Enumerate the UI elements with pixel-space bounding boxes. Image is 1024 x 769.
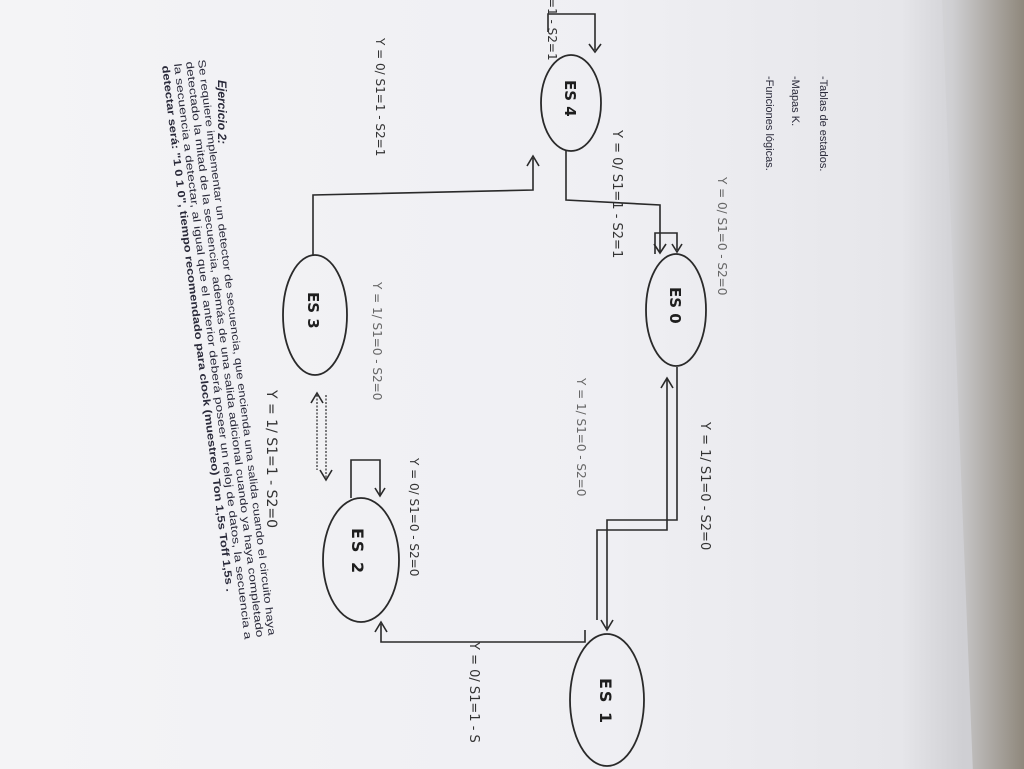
es3-to-es2-transition-label: Y = 1/ S1=1 - S2=0	[263, 389, 279, 528]
state-es2-node	[322, 497, 400, 623]
es1-to-es0-arrow	[660, 376, 674, 389]
es0-self-loop	[654, 232, 678, 254]
state-es1-label: ES 1	[596, 678, 615, 725]
document-text: Ejercicio 2: Se requiere implementar un …	[159, 59, 829, 640]
state-es4-node	[540, 54, 602, 152]
es3-to-es4-edge	[312, 158, 534, 255]
state-es3-node	[282, 254, 348, 376]
state-es0-label: ES 0	[666, 287, 684, 324]
bullet-state-tables: -Tablas de estados.	[817, 76, 829, 171]
bullet-k-maps: -Mapas K.	[789, 76, 801, 126]
es0-to-es1-transition-label: Y = 1/ S1=0 - S2=0	[697, 421, 712, 550]
state-diagram	[282, 13, 707, 767]
state-es2-label: ES 2	[348, 528, 367, 575]
bullet-logic-functions: -Funciones lógicas.	[763, 76, 775, 171]
es0-self-transition-label: Y = 0/ S1=0 - S2=0	[715, 176, 729, 295]
es1-to-es2-edge	[380, 624, 586, 643]
es3-arrowhead	[310, 391, 324, 404]
es3-to-es4-transition-label: Y = 0/ S1=1 - S2=1	[373, 37, 387, 156]
es4-to-es0-arrow	[653, 243, 667, 255]
es2-self-loop-arrow	[374, 487, 386, 498]
es2-self-transition-label: Y = 0/ S1=0 - S2=0	[407, 457, 421, 576]
transition-labels: Y = 0/ S1=0 - S2=0 Y = 1/ S1=0 - S2=0 Y …	[263, 0, 729, 743]
es2-arrowhead	[319, 469, 333, 482]
es4-self-loop-arrow	[588, 43, 602, 54]
es0-to-es1-transition-label-alt: Y = 1/ S1=0 - S2=0	[574, 377, 588, 496]
es0-to-es1-edge-return	[596, 378, 668, 620]
es1-to-es2-arrow	[374, 620, 388, 633]
es0-to-es1-arrow	[600, 619, 614, 632]
state-es4-label: ES 4	[561, 80, 579, 117]
es1-to-es2-transition-label: Y = 0/ S1=1 - S	[466, 641, 481, 743]
es0-to-es1-edge	[606, 367, 678, 628]
state-es0-node	[645, 253, 707, 367]
es4-self-transition-label: =1 - S2=1	[545, 0, 559, 61]
state-es3-label: ES 3	[304, 292, 322, 329]
es2-to-es3-transition-label: Y = 1/ S1=0 - S2=0	[370, 281, 384, 400]
es3-to-es4-arrow	[526, 154, 540, 167]
es2-self-loop	[350, 459, 381, 498]
exercise-title: Ejercicio 2:	[215, 80, 229, 144]
es0-self-loop-arrow	[671, 243, 683, 254]
es4-to-es0-transition-label: Y = 0/ S1=1 - S2=1	[609, 129, 624, 258]
state-es1-node	[569, 633, 645, 767]
es4-to-es0-edge	[565, 151, 661, 252]
es4-self-loop	[547, 13, 596, 50]
state-labels: ES 4 ES 0 ES 3 ES 2 ES 1	[304, 80, 684, 725]
